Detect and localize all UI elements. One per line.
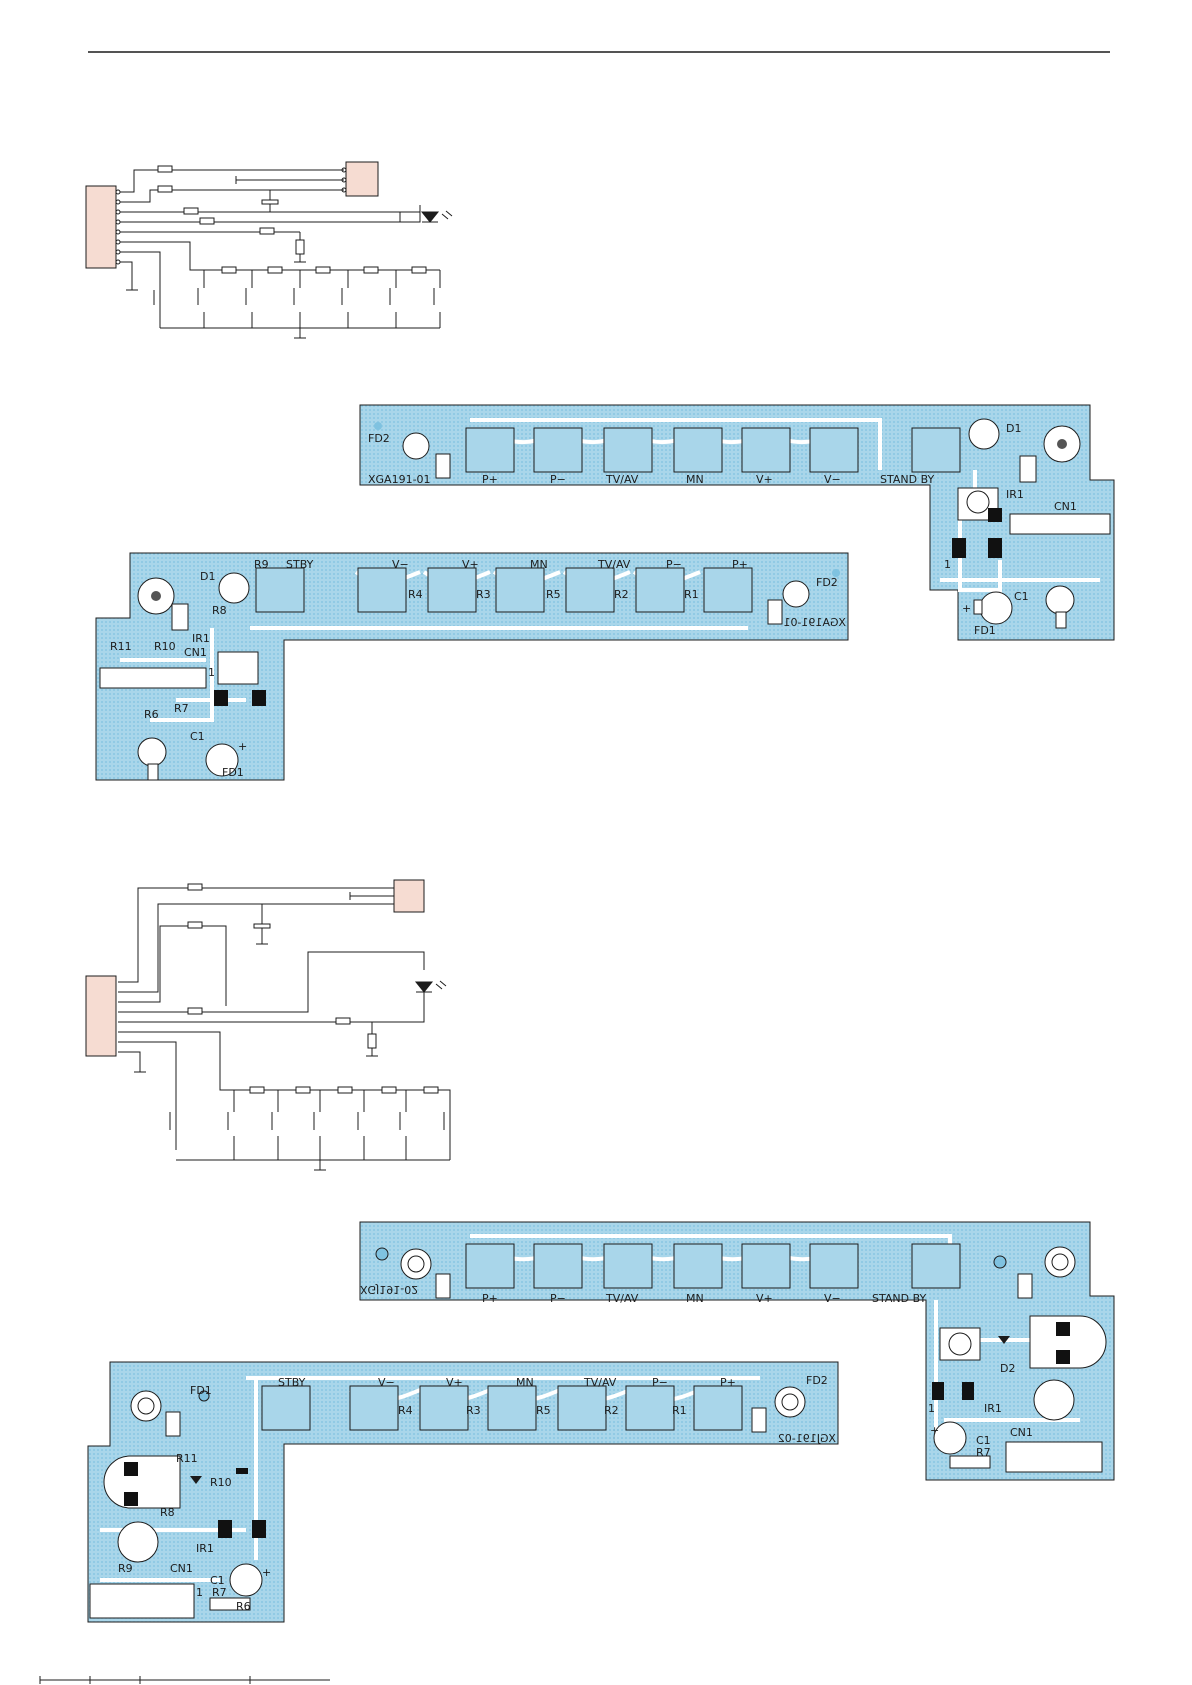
schematic-2	[85, 879, 451, 1171]
lower-label-r11: R11	[110, 640, 132, 653]
lower-label-mn: MN	[530, 558, 548, 571]
btm-upper-code-mirrored: XGJ191-02	[360, 1283, 418, 1296]
btm-lower-v-minus: V−	[378, 1376, 395, 1389]
pcb-xgj191-02-lower	[87, 1361, 839, 1623]
btm-upper-p-minus: P−	[550, 1292, 566, 1305]
lower-label-d1: D1	[200, 570, 215, 583]
btm-upper-stand-by: STAND BY	[872, 1292, 927, 1305]
lower-label-r7: R7	[174, 702, 189, 715]
button-label-tv-av: TV/AV	[605, 473, 639, 486]
label-ir1: IR1	[1006, 488, 1024, 501]
btm-lower-fd2: FD2	[806, 1374, 828, 1387]
lower-label-v-plus: V+	[462, 558, 479, 571]
lower-label-r3: R3	[476, 588, 491, 601]
lower-label-r10: R10	[154, 640, 176, 653]
btm-lower-r10: R10	[210, 1476, 232, 1489]
lower-label-cn1: CN1	[184, 646, 207, 659]
lower-label-v-minus: V−	[392, 558, 409, 571]
btm-lower-mn: MN	[516, 1376, 534, 1389]
btm-lower-r1: R1	[672, 1404, 687, 1417]
btm-lower-ir1: IR1	[196, 1542, 214, 1555]
btm-lower-tv-av: TV/AV	[583, 1376, 617, 1389]
lower-board-code-mirrored: XGA191-01	[783, 616, 846, 629]
btm-lower-plus: +	[262, 1566, 271, 1579]
lower-label-r6: R6	[144, 708, 159, 721]
btm-upper-c1: C1	[976, 1434, 991, 1447]
btm-lower-code-mirrored: XGJ191-02	[778, 1432, 836, 1445]
lower-label-r4: R4	[408, 588, 423, 601]
button-label-v-plus: V+	[756, 473, 773, 486]
btm-lower-r3: R3	[466, 1404, 481, 1417]
btm-lower-stby: STBY	[278, 1376, 306, 1389]
btm-lower-r8: R8	[160, 1506, 175, 1519]
label-plus: +	[962, 602, 971, 615]
button-label-mn: MN	[686, 473, 704, 486]
btm-upper-p-plus: P+	[482, 1292, 498, 1305]
btm-lower-fd1: FD1	[190, 1384, 212, 1397]
btm-lower-p-minus: P−	[652, 1376, 668, 1389]
btm-lower-p-plus: P+	[720, 1376, 736, 1389]
label-pin1: 1	[944, 558, 951, 571]
label-d1: D1	[1006, 422, 1021, 435]
button-label-v-minus: V−	[824, 473, 841, 486]
btm-lower-r9: R9	[118, 1562, 133, 1575]
btm-lower-r11: R11	[176, 1452, 198, 1465]
footer-ticks	[39, 1676, 330, 1684]
lower-label-fd1: FD1	[222, 766, 244, 779]
btm-lower-r6: R6	[236, 1600, 251, 1613]
lower-label-r1: R1	[684, 588, 699, 601]
btm-lower-cn1: CN1	[170, 1562, 193, 1575]
button-label-p-plus: P+	[482, 473, 498, 486]
btm-upper-tv-av: TV/AV	[605, 1292, 639, 1305]
btm-upper-r7: R7	[976, 1446, 991, 1459]
schematic-2-connector	[85, 975, 117, 1057]
lower-label-fd2: FD2	[816, 576, 838, 589]
pcb-xga191-01-upper	[359, 404, 1115, 641]
btm-lower-r5: R5	[536, 1404, 551, 1417]
btm-upper-ir1: IR1	[984, 1402, 1002, 1415]
btm-lower-c1: C1	[210, 1574, 225, 1587]
lower-label-pin1: 1	[208, 666, 215, 679]
lower-label-ir1: IR1	[192, 632, 210, 645]
btm-upper-cn1: CN1	[1010, 1426, 1033, 1439]
btm-upper-v-plus: V+	[756, 1292, 773, 1305]
lower-label-p-plus: P+	[732, 558, 748, 571]
schematic-2-ir-module	[393, 879, 425, 913]
lower-label-plus: +	[238, 740, 247, 753]
lower-label-tv-av: TV/AV	[597, 558, 631, 571]
pcb-xgj191-02-upper	[359, 1221, 1115, 1481]
lower-label-r9: R9	[254, 558, 269, 571]
lower-label-r2: R2	[614, 588, 629, 601]
btm-lower-r4: R4	[398, 1404, 413, 1417]
label-cn1: CN1	[1054, 500, 1077, 513]
btm-lower-r7: R7	[212, 1586, 227, 1599]
button-label-stand-by: STAND BY	[880, 473, 935, 486]
lower-label-stby: STBY	[286, 558, 314, 571]
top-board-code: XGA191-01	[368, 473, 431, 486]
lower-label-r8: R8	[212, 604, 227, 617]
label-fd2: FD2	[368, 432, 390, 445]
schematic-1-connector	[85, 185, 117, 269]
btm-upper-v-minus: V−	[824, 1292, 841, 1305]
label-fd1: FD1	[974, 624, 996, 637]
btm-upper-plus: +	[930, 1424, 939, 1437]
btm-upper-pin1: 1	[928, 1402, 935, 1415]
lower-label-p-minus: P−	[666, 558, 682, 571]
btm-lower-v-plus: V+	[446, 1376, 463, 1389]
schematic-1-ir-module	[345, 161, 379, 197]
lower-label-c1: C1	[190, 730, 205, 743]
btm-upper-d2: D2	[1000, 1362, 1015, 1375]
lower-label-r5: R5	[546, 588, 561, 601]
label-c1: C1	[1014, 590, 1029, 603]
pcb-xga191-01-lower	[95, 552, 849, 781]
btm-upper-mn: MN	[686, 1292, 704, 1305]
schematic-1	[85, 161, 453, 339]
button-label-p-minus: P−	[550, 473, 566, 486]
btm-lower-pin1: 1	[196, 1586, 203, 1599]
btm-lower-r2: R2	[604, 1404, 619, 1417]
